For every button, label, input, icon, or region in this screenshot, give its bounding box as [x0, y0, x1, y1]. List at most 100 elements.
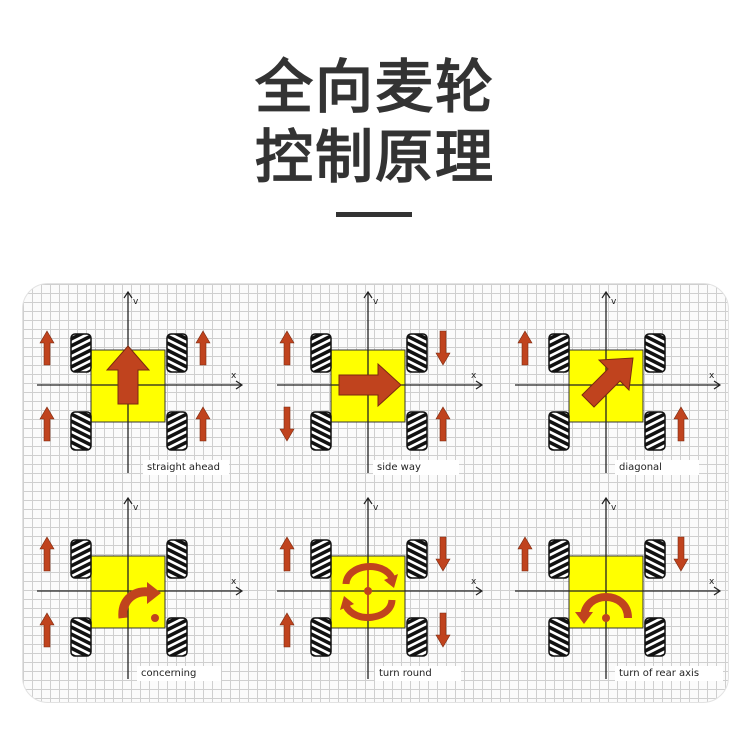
arrow-diagonal-icon: [581, 357, 634, 408]
y-axis-arrowhead: [601, 496, 611, 505]
x-axis-arrowhead: [235, 586, 244, 596]
wheel-arrow-front-left: [39, 330, 55, 366]
x-axis-arrowhead: [235, 380, 244, 390]
title-divider: [336, 212, 412, 217]
pivot-dot: [151, 614, 159, 622]
x-axis-label: x: [709, 577, 715, 587]
x-axis-label: x: [231, 577, 237, 587]
panel-label: straight ahead: [143, 460, 229, 475]
panel-label: turn round: [375, 666, 461, 681]
center-dot: [364, 587, 372, 595]
wheel-rear-left-icon: [548, 617, 570, 657]
wheel-arrow-front-left: [279, 330, 295, 366]
panel-5-drawing: xv: [515, 496, 722, 679]
y-axis-label: v: [133, 297, 139, 307]
panel-label: diagonal: [615, 460, 699, 475]
x-axis-arrowhead: [713, 586, 722, 596]
wheel-front-left-icon: [310, 333, 332, 373]
x-axis-label: x: [471, 577, 477, 587]
panel-label: side way: [373, 460, 459, 475]
wheel-arrow-front-right: [195, 330, 211, 366]
wheel-arrow-front-right: [435, 536, 451, 572]
y-axis-arrowhead: [123, 496, 133, 505]
title-line-2: 控制原理: [254, 123, 495, 191]
arrow-up-icon: [105, 345, 151, 405]
wheel-rear-right-icon: [166, 617, 188, 657]
rotate-arrows-icon-top: [342, 563, 396, 585]
wheel-arrow-rear-right: [673, 406, 689, 442]
wheel-arrow-rear-left: [279, 406, 295, 442]
curved-arrow-icon-head: [147, 582, 161, 604]
y-axis-arrowhead: [123, 290, 133, 299]
wheel-rear-left-icon: [310, 617, 332, 657]
panel-2-drawing: xv: [515, 290, 722, 473]
wheel-front-right-icon: [166, 333, 188, 373]
x-axis-label: x: [471, 371, 477, 381]
wheel-arrow-front-left: [279, 536, 295, 572]
x-axis-label: x: [231, 371, 237, 381]
wheel-arrow-rear-left: [39, 406, 55, 442]
x-axis-label: x: [709, 371, 715, 381]
wheel-arrow-front-right: [673, 536, 689, 572]
wheel-rear-right-icon: [406, 411, 428, 451]
wheel-arrow-front-right: [435, 330, 451, 366]
y-axis-label: v: [133, 503, 139, 513]
x-axis-arrowhead: [475, 586, 484, 596]
y-axis-label: v: [611, 297, 617, 307]
rotate-arrows-icon-bottom-head: [340, 596, 354, 610]
wheel-front-right-icon: [166, 539, 188, 579]
wheel-front-left-icon: [310, 539, 332, 579]
arrow-right-icon: [338, 362, 402, 408]
panel-label: turn of rear axis: [615, 666, 723, 681]
wheel-arrow-rear-left: [279, 612, 295, 648]
wheel-rear-left-icon: [548, 411, 570, 451]
wheel-rear-right-icon: [644, 617, 666, 657]
wheel-front-right-icon: [406, 539, 428, 579]
panel-0-drawing: xv: [37, 290, 244, 473]
y-axis-arrowhead: [363, 496, 373, 505]
rear-arc-icon-head: [575, 612, 593, 624]
y-axis-label: v: [373, 297, 379, 307]
wheel-arrow-front-left: [39, 536, 55, 572]
x-axis-arrowhead: [475, 380, 484, 390]
wheel-arrow-rear-right: [435, 612, 451, 648]
wheel-front-left-icon: [548, 539, 570, 579]
wheel-rear-right-icon: [406, 617, 428, 657]
wheel-arrow-rear-right: [195, 406, 211, 442]
wheel-rear-right-icon: [166, 411, 188, 451]
rear-arc-icon: [580, 593, 632, 619]
pivot-dot: [602, 614, 610, 622]
wheel-arrow-rear-left: [39, 612, 55, 648]
wheel-arrow-rear-right: [435, 406, 451, 442]
wheel-rear-left-icon: [70, 411, 92, 451]
wheel-front-left-icon: [70, 333, 92, 373]
y-axis-arrowhead: [363, 290, 373, 299]
wheel-front-right-icon: [644, 539, 666, 579]
panel-4-drawing: xv: [277, 496, 484, 679]
wheel-arrow-front-left: [517, 330, 533, 366]
wheel-rear-right-icon: [644, 411, 666, 451]
x-axis-arrowhead: [713, 380, 722, 390]
y-axis-label: v: [611, 503, 617, 513]
rotate-arrows-icon-bottom: [342, 599, 396, 621]
wheel-rear-left-icon: [310, 411, 332, 451]
wheel-front-right-icon: [406, 333, 428, 373]
wheel-arrow-front-left: [517, 536, 533, 572]
curved-arrow-icon: [118, 587, 150, 619]
wheel-front-left-icon: [70, 539, 92, 579]
wheel-front-right-icon: [644, 333, 666, 373]
wheel-front-left-icon: [548, 333, 570, 373]
y-axis-arrowhead: [601, 290, 611, 299]
panel-label: concerning: [137, 666, 221, 681]
panel-3-drawing: xv: [37, 496, 244, 679]
wheel-rear-left-icon: [70, 617, 92, 657]
y-axis-label: v: [373, 503, 379, 513]
panel-1-drawing: xv: [277, 290, 484, 473]
